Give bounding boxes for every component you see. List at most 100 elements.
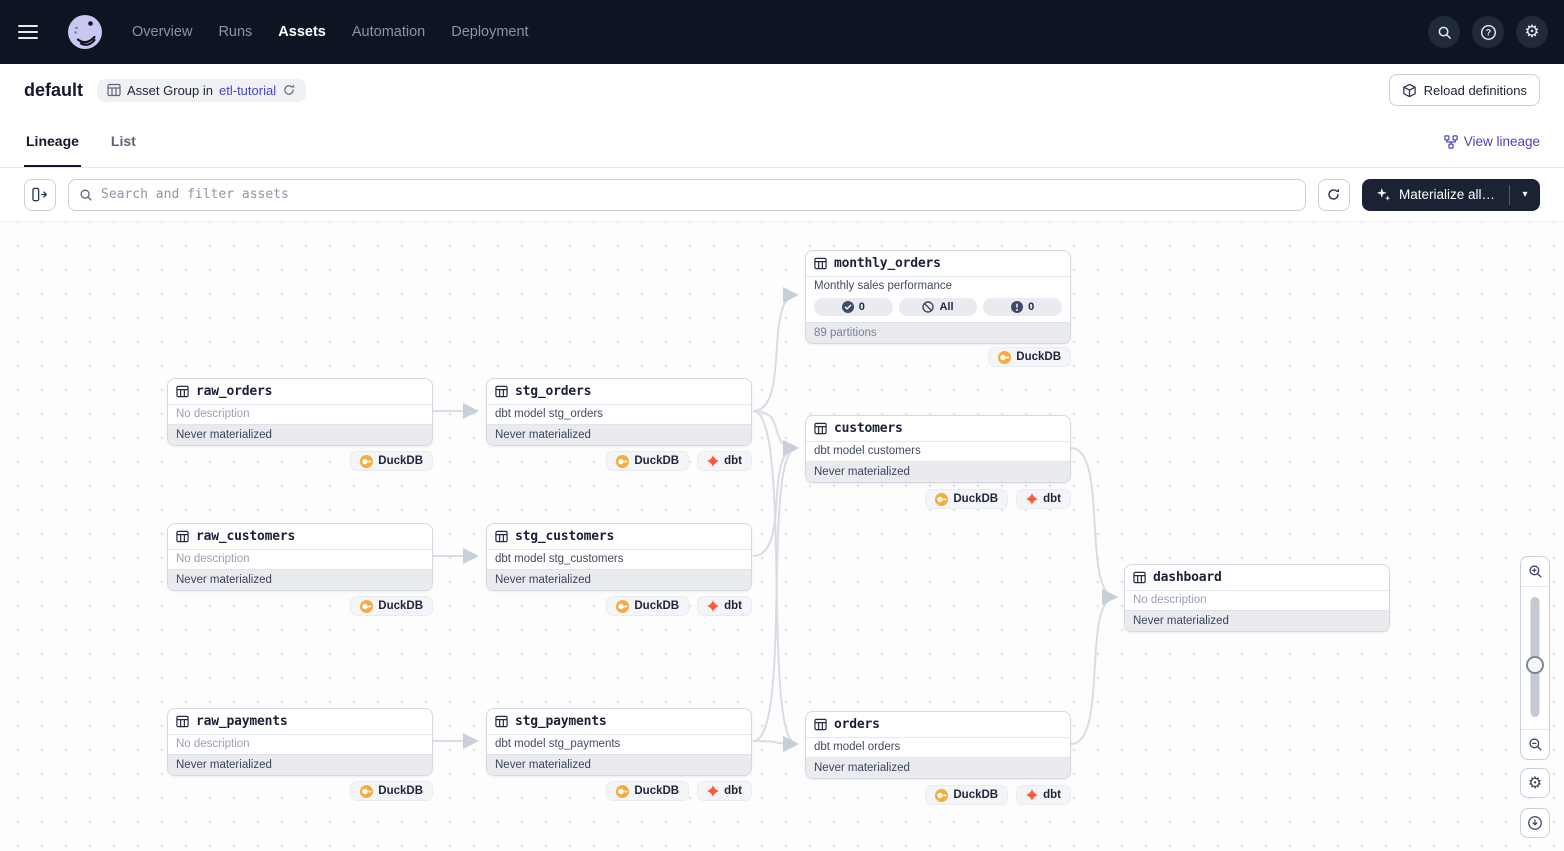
duckdb-icon [935,492,949,506]
search-icon [80,189,92,201]
nav-item-deployment[interactable]: Deployment [451,24,529,40]
table-icon [1133,571,1146,584]
kind-tag-duckdb[interactable]: DuckDB [925,785,1009,805]
table-icon [814,257,827,270]
kind-tag-duckdb[interactable]: DuckDB [606,451,690,471]
materialization-status: Never materialized [168,569,432,590]
tag-row-monthly-orders: DuckDB [805,347,1071,367]
nav-item-assets[interactable]: Assets [278,24,326,40]
help-icon[interactable]: ? [1472,16,1504,48]
asset-description: dbt model orders [814,741,901,753]
asset-node-stg-payments[interactable]: stg_payments dbt model stg_payments Neve… [486,708,752,776]
tag-row-stg-customers: DuckDB dbt [486,596,752,616]
asset-name: raw_payments [196,714,288,729]
view-lineage-link[interactable]: View lineage [1443,116,1540,167]
duckdb-icon [616,784,630,798]
table-icon [107,83,121,97]
graph-settings-icon[interactable]: ⚙ [1520,768,1550,798]
asset-node-raw-customers[interactable]: raw_customers No description Never mater… [167,523,433,591]
zoom-slider-handle[interactable] [1526,656,1544,674]
asset-node-stg-orders[interactable]: stg_orders dbt model stg_orders Never ma… [486,378,752,446]
asset-description: dbt model stg_orders [495,408,604,420]
asset-node-orders[interactable]: orders dbt model orders Never materializ… [805,711,1071,779]
asset-node-dashboard[interactable]: dashboard No description Never materiali… [1124,564,1390,632]
asset-node-customers[interactable]: customers dbt model customers Never mate… [805,415,1071,483]
dagster-logo[interactable] [66,13,104,51]
duckdb-icon [935,788,949,802]
kind-tag-dbt[interactable]: dbt [697,451,752,471]
dbt-icon [707,600,720,612]
materialize-all-button[interactable]: Materialize all… ▾ [1361,178,1540,211]
expand-panel-icon[interactable] [24,178,56,211]
nav-icon-buttons: ? ⚙ [1428,16,1548,48]
materialization-status: Never materialized [487,424,751,445]
asset-description: No description [176,553,250,565]
materialization-status: Never materialized [806,757,1070,778]
table-icon [814,718,827,731]
asset-node-monthly-orders[interactable]: monthly_orders Monthly sales performance… [805,250,1071,344]
asset-group-label: Asset Group in [127,82,214,98]
kind-tag-dbt[interactable]: dbt [1016,489,1071,509]
tab-list[interactable]: List [110,132,136,149]
partitions-count: 89 partitions [806,322,1070,343]
materialization-status: Never materialized [806,461,1070,482]
asset-description: No description [176,738,250,750]
reload-definitions-button[interactable]: Reload definitions [1388,74,1540,106]
top-navigation: Overview Runs Assets Automation Deployme… [0,0,1564,64]
zoom-controls [1520,556,1550,760]
zoom-out-icon[interactable] [1521,729,1549,759]
sync-icon[interactable] [282,83,296,97]
kind-tag-dbt[interactable]: dbt [1016,785,1071,805]
kind-tag-duckdb[interactable]: DuckDB [606,596,690,616]
tab-lineage[interactable]: Lineage [24,116,81,167]
nav-item-overview[interactable]: Overview [132,24,193,40]
materialization-status: Never materialized [487,754,751,775]
kind-tag-dbt[interactable]: dbt [697,781,752,801]
missing-count-pill[interactable]: All [898,298,978,316]
tag-row-raw-customers: DuckDB [167,596,433,616]
asset-name: customers [834,421,903,436]
kind-tag-duckdb[interactable]: DuckDB [606,781,690,801]
asset-name: stg_orders [515,384,592,399]
asset-node-raw-payments[interactable]: raw_payments No description Never materi… [167,708,433,776]
slash-circle-icon [922,301,935,313]
materialization-status: Never materialized [487,569,751,590]
zoom-in-icon[interactable] [1521,557,1549,587]
dbt-icon [1026,789,1039,801]
download-view-icon[interactable] [1520,808,1550,838]
nav-item-automation[interactable]: Automation [351,24,426,40]
hamburger-menu-icon[interactable] [16,14,52,50]
search-icon[interactable] [1428,16,1460,48]
failed-count-pill[interactable]: 0 [983,298,1063,316]
duckdb-icon [616,454,630,468]
asset-search-input[interactable] [101,187,1295,202]
kind-tag-duckdb[interactable]: DuckDB [350,451,433,471]
nav-item-runs[interactable]: Runs [218,24,253,40]
nav-links: Overview Runs Assets Automation Deployme… [132,24,529,40]
kind-tag-duckdb[interactable]: DuckDB [925,489,1009,509]
asset-search-box [68,178,1306,211]
kind-tag-duckdb[interactable]: DuckDB [988,347,1071,367]
settings-icon[interactable]: ⚙ [1516,16,1548,48]
kind-tag-dbt[interactable]: dbt [697,596,752,616]
zoom-slider[interactable] [1521,587,1549,729]
asset-node-stg-customers[interactable]: stg_customers dbt model stg_customers Ne… [486,523,752,591]
dbt-icon [707,785,720,797]
asset-name: raw_orders [196,384,273,399]
materialize-dropdown-caret[interactable]: ▾ [1522,189,1528,200]
duckdb-icon [360,454,374,468]
page-header: default Asset Group in etl-tutorial Relo… [0,64,1564,116]
asset-description: No description [176,408,250,420]
table-icon [176,385,189,398]
check-circle-icon [841,301,854,313]
materialized-count-pill[interactable]: 0 [814,298,893,316]
materialization-status: Never materialized [1125,610,1389,631]
dbt-icon [707,455,720,467]
kind-tag-duckdb[interactable]: DuckDB [350,781,433,801]
refresh-icon[interactable] [1317,178,1350,211]
kind-tag-duckdb[interactable]: DuckDB [350,596,433,616]
code-location-link[interactable]: etl-tutorial [219,82,277,98]
asset-node-raw-orders[interactable]: raw_orders No description Never material… [167,378,433,446]
asset-name: raw_customers [196,529,296,544]
lineage-canvas[interactable]: monthly_orders Monthly sales performance… [0,222,1564,851]
